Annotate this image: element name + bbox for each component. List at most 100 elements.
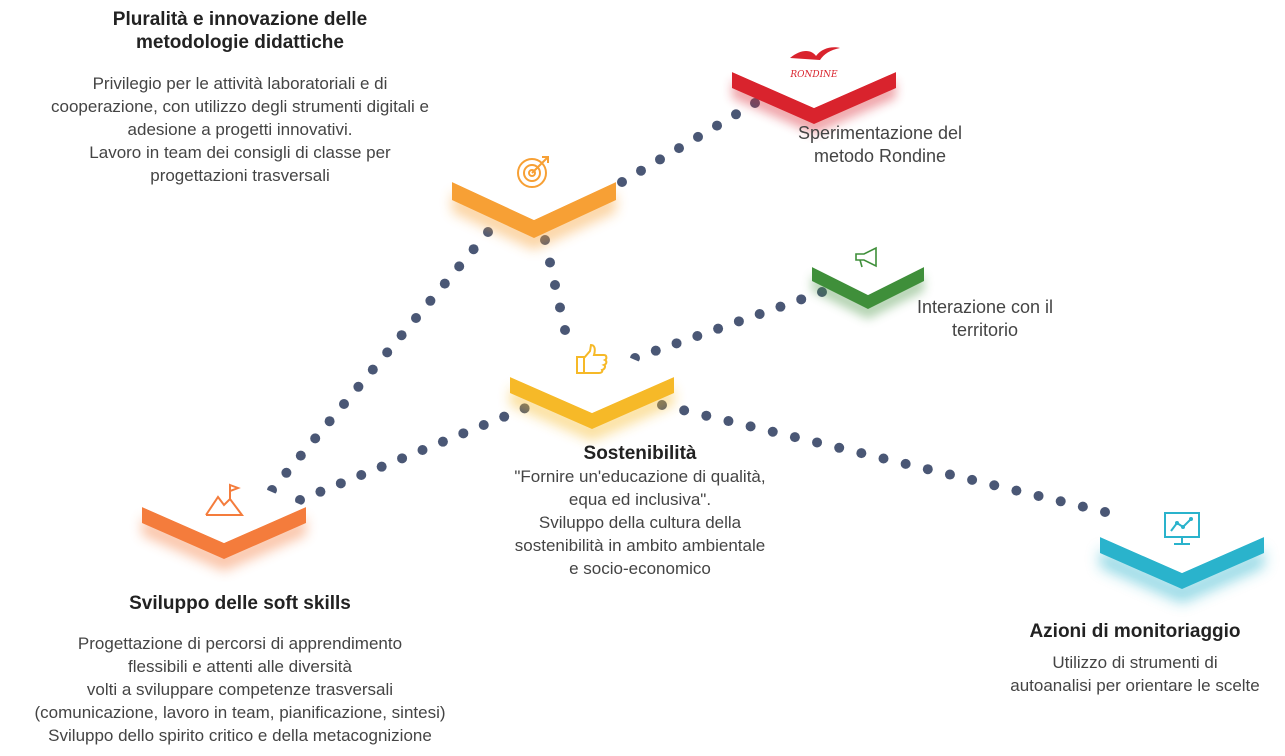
connector-dot: [754, 309, 765, 319]
connector-dot: [789, 432, 800, 443]
sustainability-line: e socio-economico: [569, 559, 711, 578]
soft-skills-line: Progettazione di percorsi di apprendimen…: [77, 634, 403, 653]
node-soft-skills-chevron: [142, 471, 306, 571]
connector-dot: [468, 244, 479, 255]
connector-dot: [745, 421, 756, 432]
connector-dot: [731, 109, 741, 120]
connector-dot: [636, 165, 646, 176]
connector-dot: [560, 325, 570, 335]
connector-dot: [397, 453, 408, 464]
node-territory-chevron: [812, 239, 976, 319]
sustainability-line: equa ed inclusiva".: [568, 490, 712, 509]
node-sustainability-chevron: [510, 341, 674, 441]
connector-dot: [310, 433, 321, 444]
connector-dot: [834, 442, 845, 453]
rondine-description: Sperimentazione del metodo Rondine: [760, 122, 1000, 168]
monitoring-line: Utilizzo di strumenti di: [1052, 653, 1218, 672]
connector-dot: [439, 278, 450, 289]
connector-dot: [674, 143, 684, 154]
connector-dot: [679, 405, 690, 416]
target-icon: [452, 152, 616, 188]
innovation-title-line1: Pluralità e innovazione delle: [112, 9, 368, 30]
connector-dot: [723, 416, 734, 427]
connector-dot: [454, 261, 465, 272]
connector-dot: [499, 411, 510, 422]
innovation-line: cooperazione, con utilizzo degli strumen…: [51, 97, 429, 116]
sustainability-line: Sviluppo della cultura della: [538, 513, 742, 532]
node-innovation-chevron: [452, 144, 616, 250]
connector-dot: [339, 399, 349, 409]
sustainability-title: Sostenibilità: [583, 443, 697, 464]
connector-dot: [437, 436, 448, 447]
soft-skills-line: volti a sviluppare competenze trasversal…: [86, 680, 394, 699]
chevron-shape: [812, 239, 924, 319]
connector-dot: [693, 131, 703, 142]
innovation-title-line2: metodologie didattiche: [136, 32, 344, 53]
innovation-line: adesione a progetti innovativi.: [127, 120, 353, 139]
connector-dot: [701, 410, 712, 421]
connector-dot: [545, 257, 555, 268]
connector-dot: [295, 450, 306, 461]
mountain-flag-icon: [142, 483, 306, 517]
connector-dot: [712, 120, 722, 131]
sustainability-line: sostenibilità in ambito ambientale: [514, 536, 766, 555]
node-monitoring-chevron: [1100, 501, 1264, 603]
connector-dot: [315, 486, 326, 497]
connector-dot: [812, 437, 823, 448]
megaphone-icon: [760, 245, 976, 279]
chevron-shape: [510, 341, 674, 441]
connector-dot: [367, 364, 378, 375]
connector-dot: [767, 426, 778, 437]
connector-dot: [458, 428, 469, 439]
innovation-text-block: Pluralità e innovazione delle metodologi…: [60, 8, 420, 54]
connector-dot: [411, 313, 421, 323]
connector-dot: [356, 470, 367, 480]
connector-dot: [796, 294, 807, 305]
soft-skills-line: flessibili e attenti alle diversità: [128, 657, 352, 676]
connector-dot: [617, 177, 627, 187]
monitor-chart-icon: [1100, 511, 1264, 545]
connector-dot: [1077, 501, 1088, 512]
connector-dot: [555, 302, 565, 313]
connector-dot: [396, 330, 407, 341]
sustainability-text-block: Sostenibilità "Fornire un'educazione di …: [470, 442, 810, 580]
chevron-shape: [732, 36, 896, 134]
rondine-line: Sperimentazione del: [797, 123, 963, 143]
connector-dot: [425, 295, 436, 306]
connector-dot: [671, 338, 682, 349]
connector-dot: [417, 445, 428, 455]
soft-skills-text-block: Sviluppo delle soft skills Progettazione…: [0, 592, 480, 747]
connector-dot: [1011, 485, 1022, 496]
connector-dot: [353, 381, 364, 392]
chevron-shape: [142, 471, 306, 571]
connector-dot: [733, 316, 744, 327]
connector-dot: [324, 416, 335, 427]
connector-dot: [655, 154, 665, 165]
innovation-description: Privilegio per le attività laboratoriali…: [0, 72, 480, 187]
chevron-shape: [452, 144, 616, 250]
connector-dot: [1033, 490, 1044, 501]
connector-dot: [281, 467, 292, 478]
connector-dot: [1100, 507, 1110, 517]
connector-dot: [376, 461, 387, 472]
connector-dot: [713, 323, 724, 334]
monitoring-title: Azioni di monitoriaggio: [1029, 621, 1241, 642]
connector-dot: [944, 469, 955, 480]
connector-dot: [967, 474, 978, 485]
rondine-line: metodo Rondine: [813, 146, 947, 166]
connector-dot: [335, 478, 346, 489]
connector-dot: [1055, 496, 1066, 507]
monitoring-text-block: Azioni di monitoriaggio Utilizzo di stru…: [985, 620, 1285, 697]
connector-dot: [382, 347, 393, 358]
soft-skills-line: (comunicazione, lavoro in team, pianific…: [34, 703, 446, 722]
innovation-line: Privilegio per le attività laboratoriali…: [92, 74, 388, 93]
connector-dot: [878, 453, 889, 464]
connector-dot: [775, 301, 786, 312]
monitoring-line: autoanalisi per orientare le scelte: [1010, 676, 1260, 695]
swallow-logo: [732, 46, 896, 80]
connector-dot: [550, 280, 560, 290]
connector-dot: [989, 480, 1000, 491]
territory-description: Interazione con il territorio: [890, 296, 1080, 342]
territory-line: territorio: [951, 320, 1018, 340]
connector-dot: [922, 464, 933, 475]
